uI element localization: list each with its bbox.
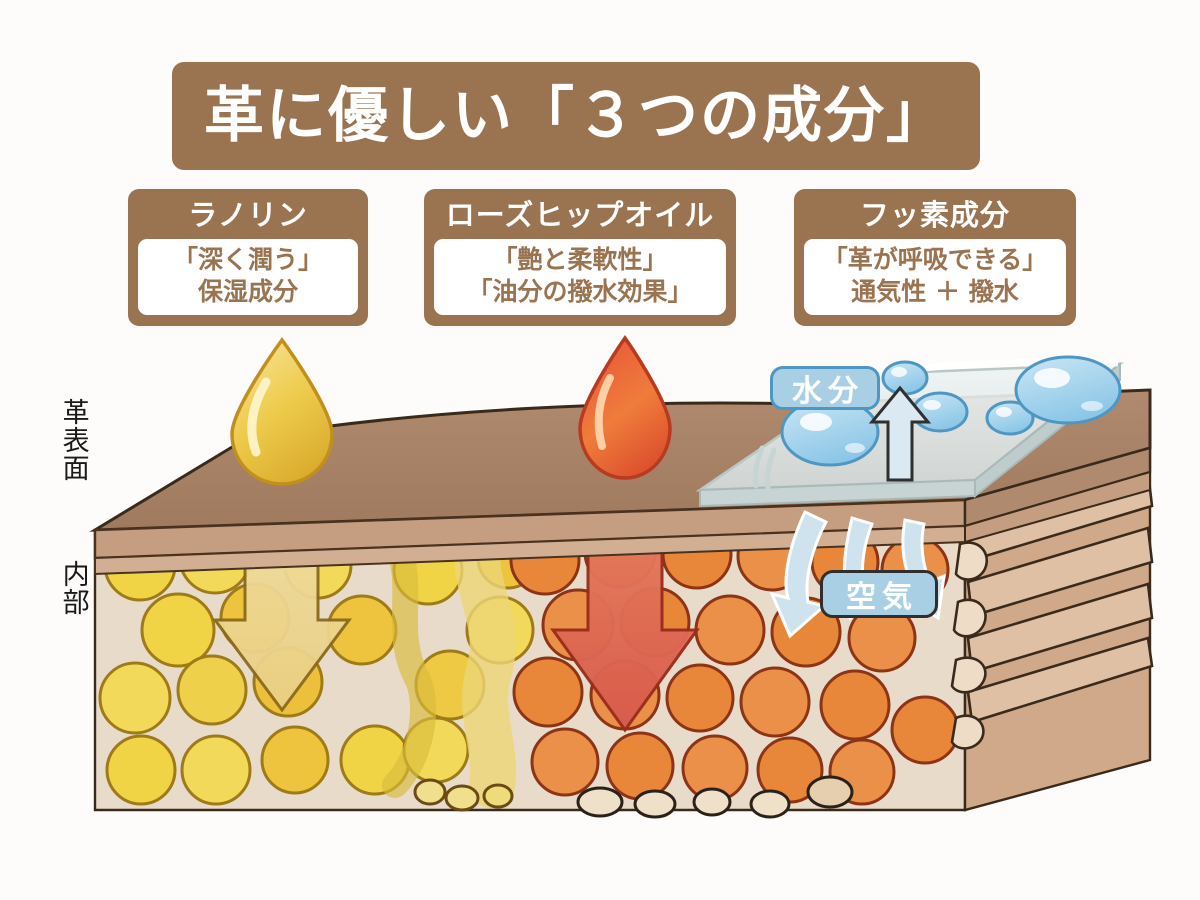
component-body-fluorine: 「革が呼吸できる」 通気性 ＋ 撥水 [804,239,1066,316]
lanolin-droplet [230,337,334,486]
component-title-lanolin: ラノリン [188,198,308,232]
leather-fiber-edge [950,446,1154,812]
water-bubble-group [780,355,1122,467]
component-card-lanolin: ラノリン 「深く潤う」 保湿成分 [128,189,368,327]
status-badge-air: 空気 [820,570,938,618]
component-line: 「艶と柔軟性」 [492,245,668,275]
leather-cross-section-illustration [0,330,1200,830]
component-line: 通気性 ＋ 撥水 [851,277,1019,307]
axis-label-leather-interior: 内部 [57,560,89,616]
component-title-fluorine: フッ素成分 [859,198,1010,232]
component-line: 「革が呼吸できる」 [822,245,1048,275]
component-line: 「深く潤う」 [172,245,323,275]
component-line: 保湿成分 [197,277,298,307]
title-banner: 革に優しい「３つの成分」 [172,62,980,170]
component-card-rosehip: ローズヒップオイル 「艶と柔軟性」 「油分の撥水効果」 [424,189,736,327]
axis-label-leather-surface: 革表面 [57,398,89,482]
component-body-lanolin: 「深く潤う」 保湿成分 [138,239,358,316]
rosehip-droplet [578,334,672,480]
component-card-fluorine: フッ素成分 「革が呼吸できる」 通気性 ＋ 撥水 [794,189,1076,327]
status-badge-water: 水分 [770,366,880,410]
component-body-rosehip: 「艶と柔軟性」 「油分の撥水効果」 [434,239,726,316]
component-title-rosehip: ローズヒップオイル [445,198,715,232]
component-line: 「油分の撥水効果」 [467,277,693,307]
page-title: 革に優しい「３つの成分」 [204,81,948,151]
